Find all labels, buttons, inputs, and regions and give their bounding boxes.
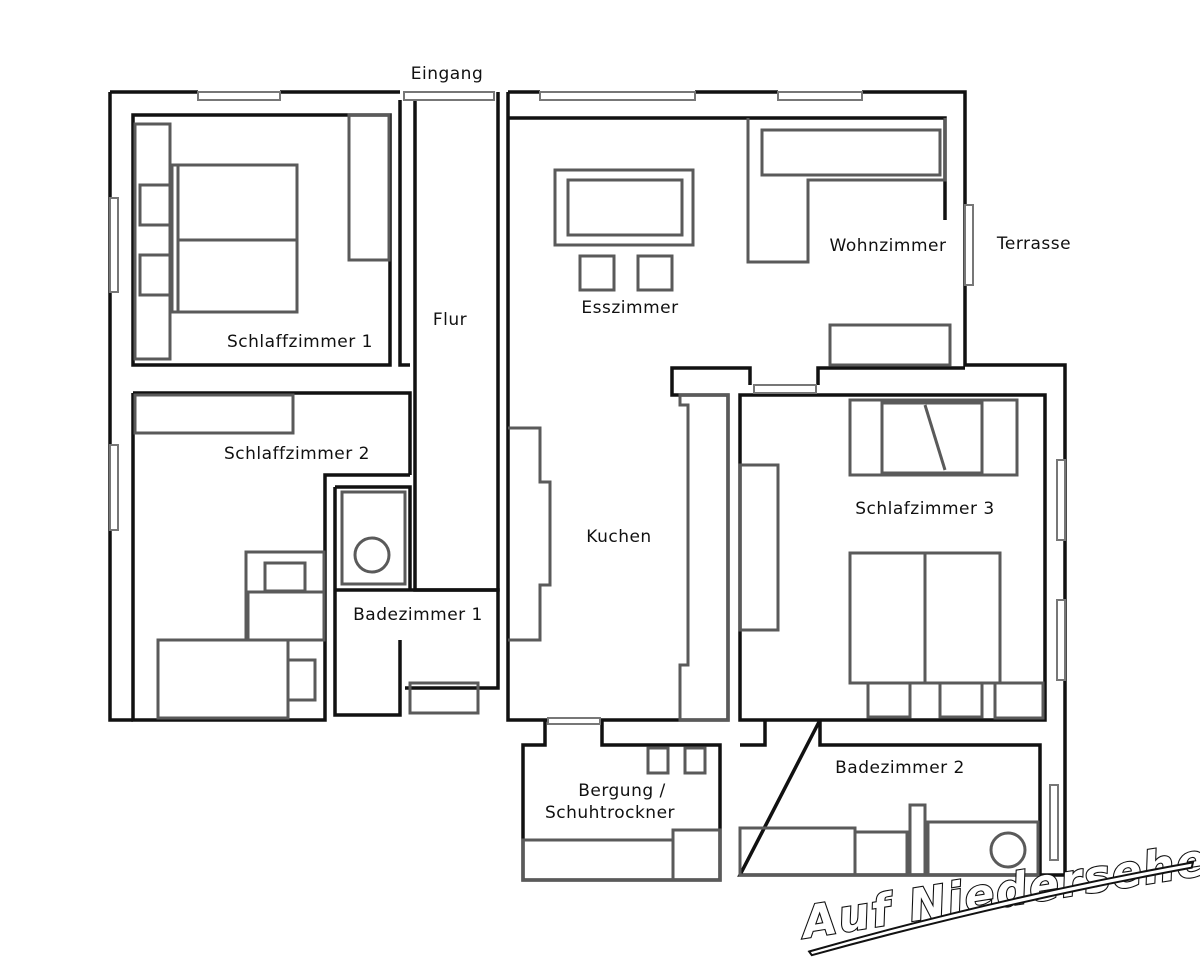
windows xyxy=(109,91,1066,861)
furniture xyxy=(133,113,1045,882)
label-badezimmer-2: Badezimmer 2 xyxy=(835,758,965,778)
room-labels: Eingang Schlaffzimmer 1 Flur Esszimmer W… xyxy=(224,64,1071,823)
label-terrasse: Terrasse xyxy=(996,234,1071,254)
label-schlafzimmer-1: Schlaffzimmer 1 xyxy=(227,332,373,352)
logo-swoosh xyxy=(807,861,1195,957)
label-badezimmer-1: Badezimmer 1 xyxy=(353,605,483,625)
label-kuchen: Kuchen xyxy=(586,527,651,547)
label-esszimmer: Esszimmer xyxy=(581,298,678,318)
label-schlafzimmer-2: Schlaffzimmer 2 xyxy=(224,444,370,464)
label-eingang: Eingang xyxy=(411,64,484,84)
label-schuhtrockner: Schuhtrockner xyxy=(545,803,675,823)
label-wohnzimmer: Wohnzimmer xyxy=(830,236,947,256)
label-bergung: Bergung / xyxy=(578,781,666,801)
label-flur: Flur xyxy=(433,310,467,330)
label-schlafzimmer-3: Schlafzimmer 3 xyxy=(855,499,994,519)
